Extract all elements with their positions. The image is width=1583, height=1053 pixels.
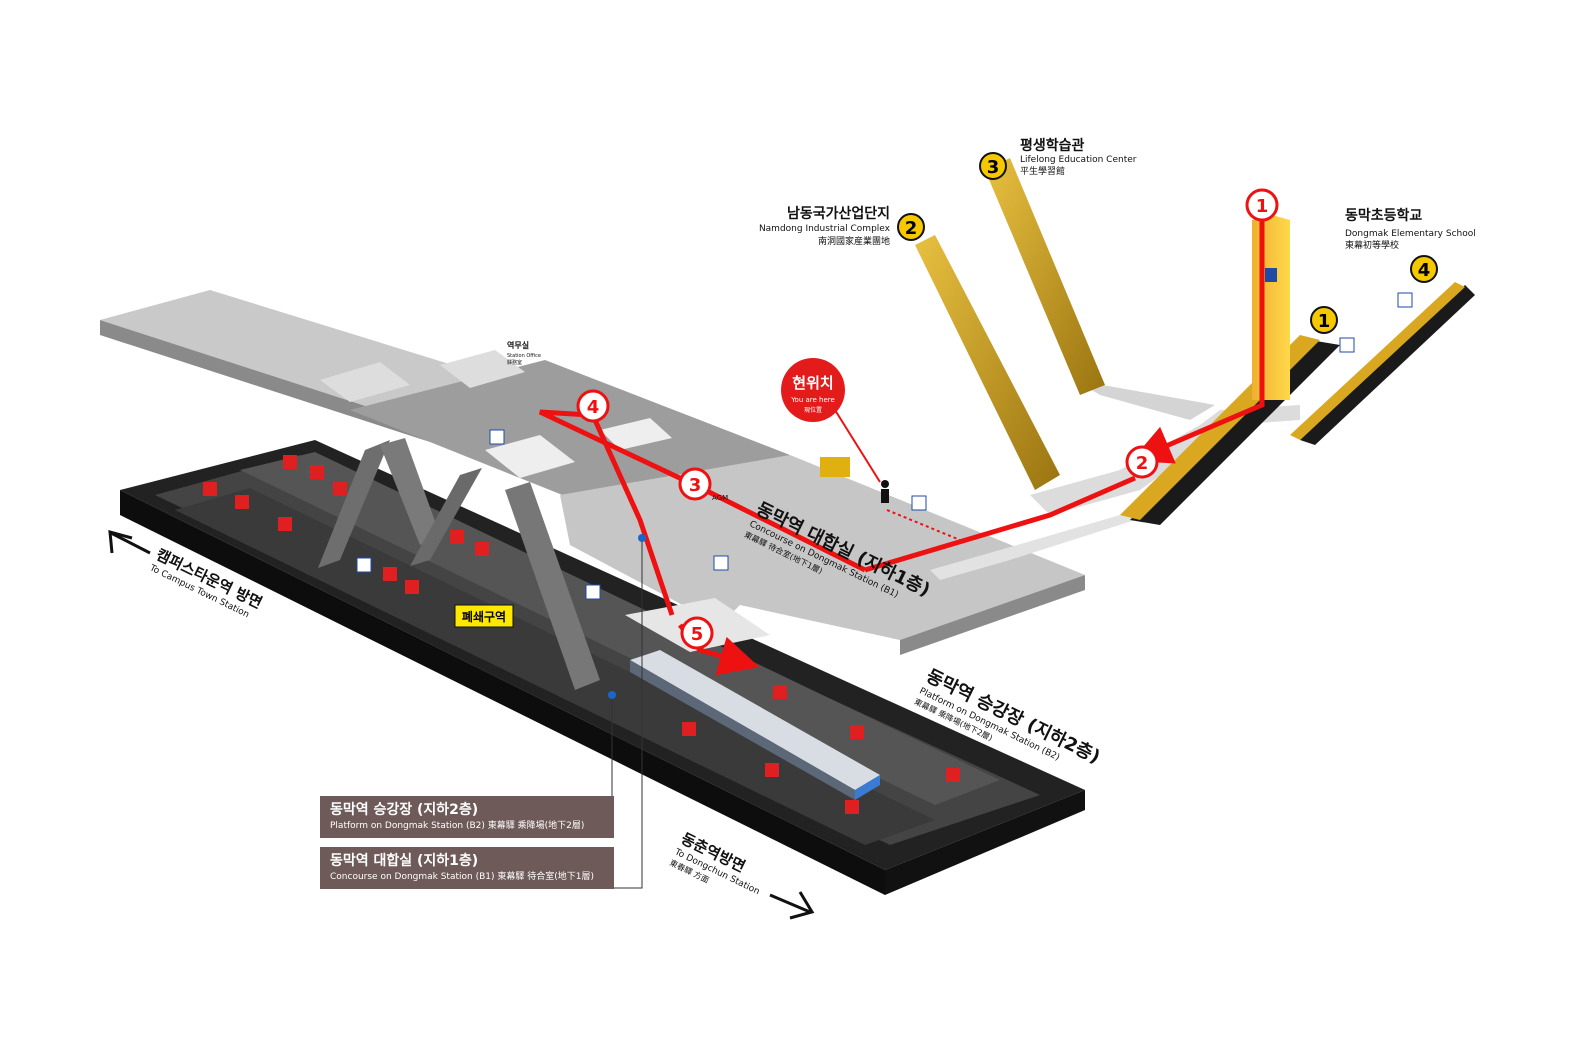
- elevator-icon: [1265, 268, 1277, 282]
- svg-text:南洞國家産業團地: 南洞國家産業團地: [818, 235, 890, 247]
- svg-text:역무실: 역무실: [507, 340, 529, 350]
- route-step-5: 5: [680, 616, 714, 650]
- legend-concourse: 동막역 대합실 (지하1층) Concourse on Dongmak Stat…: [320, 847, 614, 889]
- phone-icon: [356, 557, 372, 573]
- svg-text:평생학습관: 평생학습관: [1020, 137, 1085, 154]
- svg-text:3: 3: [987, 157, 1000, 178]
- legend-concourse-title: 동막역 대합실 (지하1층): [330, 853, 479, 869]
- emergency-phone-icon: [235, 465, 864, 777]
- exit-badge-3: 3: [979, 152, 1007, 180]
- route-step-1: 1: [1245, 188, 1279, 222]
- label-exit2: 남동국가산업단지 Namdong Industrial Complex 南洞國家…: [759, 205, 891, 247]
- phone-icon: [911, 495, 927, 511]
- route-path: [538, 210, 1265, 676]
- svg-text:1: 1: [1256, 196, 1269, 217]
- svg-text:Station Office: Station Office: [507, 353, 541, 359]
- svg-text:驛務室: 驛務室: [507, 359, 522, 366]
- ticket-machine-icon: [820, 457, 850, 477]
- label-direction-right: 동춘역방면 To Dongchun Station 東春驛 方面: [668, 829, 761, 897]
- svg-text:현위치: 현위치: [792, 374, 833, 392]
- route-step-3: 3: [678, 467, 712, 501]
- svg-text:1: 1: [1318, 311, 1331, 332]
- phone-icon: [713, 555, 729, 571]
- legend-platform-title: 동막역 승강장 (지하2층): [330, 802, 479, 818]
- legend-platform: 동막역 승강장 (지하2층) Platform on Dongmak Stati…: [320, 796, 614, 838]
- label-station-office: 역무실 Station Office 驛務室: [507, 340, 541, 366]
- facility-icons: [203, 268, 1413, 814]
- exit-stairs: [915, 158, 1475, 525]
- svg-text:5: 5: [691, 624, 704, 645]
- label-ticket: AGM: [712, 494, 728, 502]
- svg-text:폐쇄구역: 폐쇄구역: [462, 609, 506, 624]
- fire-extinguisher-icon: [203, 455, 960, 814]
- svg-text:2: 2: [905, 218, 918, 239]
- train: [630, 650, 880, 800]
- svg-text:東幕初等學校: 東幕初等學校: [1345, 239, 1399, 251]
- exit-badge-4: 4: [1410, 255, 1438, 283]
- svg-text:남동국가산업단지: 남동국가산업단지: [787, 205, 890, 222]
- arrow-left-icon: [108, 529, 151, 555]
- route-steps: 1 2 3 4 5: [576, 188, 1279, 650]
- accessible-icon: [1339, 337, 1355, 353]
- route-step-2: 2: [1125, 445, 1159, 479]
- arrow-right-icon: [769, 891, 815, 920]
- concourse-b1: [100, 290, 1300, 655]
- svg-text:2: 2: [1136, 453, 1149, 474]
- svg-text:Namdong Industrial Complex: Namdong Industrial Complex: [759, 224, 891, 234]
- phone-icon: [585, 584, 601, 600]
- accessible-icon: [489, 429, 505, 445]
- svg-text:동막초등학교: 동막초등학교: [1345, 207, 1422, 224]
- exit-badges: 3 2 1 4: [897, 152, 1438, 334]
- svg-text:平生學習館: 平生學習館: [1020, 165, 1065, 177]
- svg-text:Lifelong Education Center: Lifelong Education Center: [1020, 155, 1137, 165]
- concourse-columns: [318, 438, 600, 690]
- svg-text:現位置: 現位置: [804, 406, 822, 414]
- svg-text:Dongmak Elementary School: Dongmak Elementary School: [1345, 229, 1476, 239]
- closed-area-badge: 폐쇄구역: [454, 604, 514, 628]
- svg-text:4: 4: [1418, 260, 1431, 281]
- person-icon: [881, 480, 889, 503]
- label-exit4: 동막초등학교 Dongmak Elementary School 東幕初等學校: [1345, 207, 1476, 251]
- accessible-icon: [1397, 292, 1413, 308]
- svg-text:AGM: AGM: [712, 494, 728, 502]
- legend-platform-subtitle: Platform on Dongmak Station (B2) 東幕驛 乘降場…: [330, 821, 585, 831]
- label-exit3: 평생학습관 Lifelong Education Center 平生學習館: [1020, 137, 1137, 177]
- exit-badge-1: 1: [1310, 306, 1338, 334]
- svg-text:4: 4: [587, 397, 600, 418]
- route-step-4: 4: [576, 389, 610, 423]
- exit-badge-2: 2: [897, 213, 925, 241]
- legend-pointers: [608, 534, 646, 889]
- svg-text:You are here: You are here: [790, 396, 835, 404]
- you-are-here-marker: 현위치 You are here 現位置: [781, 358, 845, 422]
- svg-text:3: 3: [689, 475, 702, 496]
- legend-concourse-subtitle: Concourse on Dongmak Station (B1) 東幕驛 待合…: [330, 872, 594, 882]
